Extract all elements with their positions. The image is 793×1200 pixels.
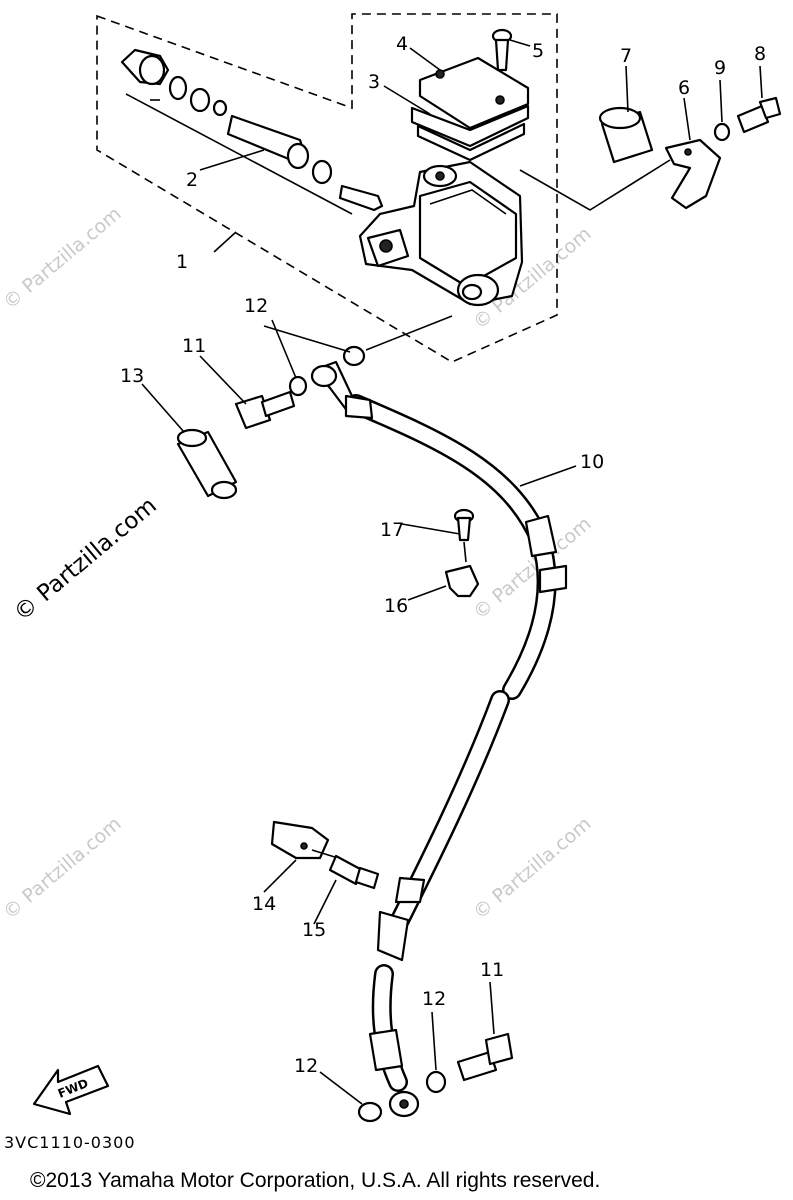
lower-hose-clamp — [270, 820, 330, 860]
callout-numbers: 1 2 3 4 5 6 7 8 9 10 11 11 12 12 12 13 1… — [120, 33, 766, 1077]
lever-boot — [598, 106, 654, 164]
crush-washer-lower-b — [425, 1070, 447, 1094]
forward-arrow: FWD — [32, 1064, 110, 1116]
crush-washer-upper-a — [288, 375, 308, 397]
callout-10: 10 — [580, 451, 604, 473]
callout-14: 14 — [252, 893, 276, 915]
callout-15: 15 — [302, 919, 326, 941]
watermark-tile: © Partzilla.com — [469, 813, 595, 924]
callout-13: 13 — [120, 365, 144, 387]
piston-kit — [120, 48, 384, 215]
holder-bolt — [736, 96, 782, 134]
master-cylinder-holder — [664, 138, 722, 210]
reservoir-cap — [410, 56, 530, 162]
callout-8: 8 — [754, 43, 766, 65]
banjo-bolt-upper — [234, 390, 296, 430]
leader-7-body — [519, 159, 671, 211]
callout-12-lower-mid: 12 — [422, 988, 446, 1010]
hose-guide-clamp — [444, 564, 480, 598]
crush-washer-lower-a — [357, 1101, 383, 1123]
watermark-main: © Partzilla.com — [9, 493, 162, 627]
holder-washer — [713, 122, 731, 142]
bleed-cap — [176, 428, 238, 500]
copyright-notice: ©2013 Yamaha Motor Corporation, U.S.A. A… — [30, 1169, 600, 1192]
callout-12-upper: 12 — [244, 295, 268, 317]
callout-7: 7 — [620, 45, 632, 67]
leader-lines — [141, 39, 763, 1105]
callout-17: 17 — [380, 519, 404, 541]
brake-hose — [310, 360, 568, 1118]
callout-9: 9 — [714, 57, 726, 79]
callout-6: 6 — [678, 77, 690, 99]
banjo-bolt-lower — [456, 1032, 514, 1082]
kit-outline — [96, 13, 558, 363]
callout-3: 3 — [368, 71, 380, 93]
cap-screw — [491, 28, 513, 72]
callout-5: 5 — [532, 40, 544, 62]
diagram-code: 3VC1110-0300 — [4, 1133, 136, 1152]
lower-clamp-bolt — [328, 854, 380, 890]
leader-14-15 — [311, 849, 339, 859]
callout-11-upper: 11 — [182, 335, 206, 357]
watermark-tile: © Partzilla.com — [0, 203, 126, 314]
leader-12-upper — [365, 315, 453, 351]
callout-16: 16 — [384, 595, 408, 617]
callout-2: 2 — [186, 169, 198, 191]
hose-guide-bolt — [453, 508, 475, 542]
callout-12-lower-left: 12 — [294, 1055, 318, 1077]
leader-17-16 — [463, 541, 467, 563]
callout-1: 1 — [176, 251, 188, 273]
master-cylinder-body — [358, 160, 524, 307]
crush-washer-upper-b — [342, 345, 366, 367]
callout-11-lower: 11 — [480, 959, 504, 981]
watermark-tile: © Partzilla.com — [0, 813, 126, 924]
callout-4: 4 — [396, 33, 408, 55]
